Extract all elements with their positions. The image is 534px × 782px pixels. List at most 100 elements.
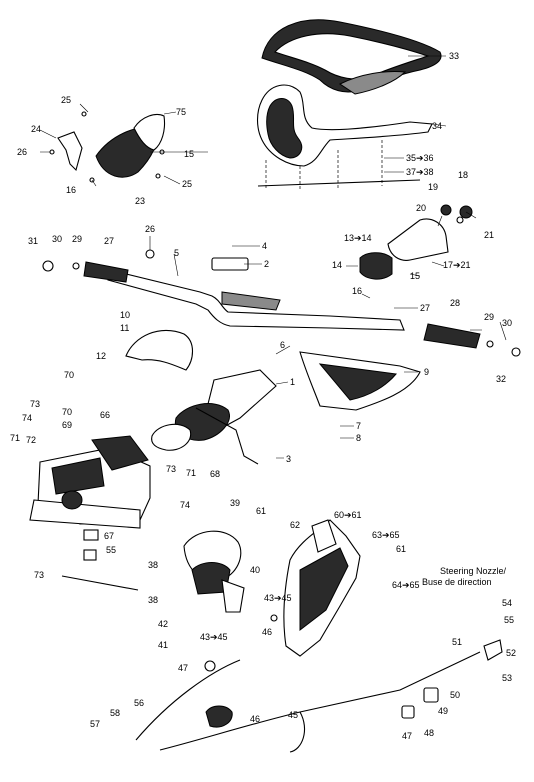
callout-63-65: 66 xyxy=(100,410,110,420)
callout-37-38: 38 xyxy=(148,560,158,570)
callout-61b: 63➔65 xyxy=(372,530,400,540)
callout-62: 64➔65 xyxy=(392,580,420,590)
callout-43-45: 45 xyxy=(288,710,298,720)
callout-55b: 55 xyxy=(504,615,514,625)
callout-24: 25 xyxy=(182,179,192,189)
callout-27b: 28 xyxy=(450,298,460,308)
callout-4: 4 xyxy=(262,241,267,251)
callout-26b: 27 xyxy=(420,303,430,313)
callout-67: 69 xyxy=(62,420,72,430)
callout-31: 33 xyxy=(449,51,459,61)
callout-17-21: 17➔21 xyxy=(443,260,471,270)
callout-53: 53 xyxy=(502,673,512,683)
callout-3: 3 xyxy=(286,454,291,464)
callout-46: 47 xyxy=(178,663,188,673)
steering-cable-43-45 xyxy=(135,614,503,753)
callout-71a: 72 xyxy=(26,435,36,445)
callout-38a: 39 xyxy=(230,498,240,508)
callout-40: 42 xyxy=(158,619,168,629)
callout-18: 18 xyxy=(458,170,468,180)
callout-66: 68 xyxy=(210,469,220,479)
callout-47: 47 xyxy=(402,731,412,741)
callout-71b: 73 xyxy=(166,464,176,474)
callout-12: 12 xyxy=(96,351,106,361)
callout-70b: 71 xyxy=(186,468,196,478)
callout-57: 57 xyxy=(90,719,100,729)
callout-64-65: 67 xyxy=(104,531,114,541)
steering-nozzle-note-line2: Buse de direction xyxy=(422,577,492,587)
callout-2: 2 xyxy=(264,259,269,269)
callout-34: 37➔38 xyxy=(406,167,434,177)
callout-70a: 71 xyxy=(10,433,20,443)
callout-61a: 62 xyxy=(290,520,300,530)
callout-56: 56 xyxy=(134,698,144,708)
callout-10: 10 xyxy=(120,310,130,320)
callout-44: 46 xyxy=(250,714,260,724)
callout-19: 19 xyxy=(428,182,438,192)
handlebar-part-5 xyxy=(42,249,521,357)
callout-68: 70 xyxy=(62,407,72,417)
frame-part-32 xyxy=(256,84,433,190)
callout-23: 24 xyxy=(31,124,41,134)
callout-42: 43➔45 xyxy=(264,593,292,603)
callout-8: 8 xyxy=(356,433,361,443)
callout-30b: 32 xyxy=(496,374,506,384)
callout-25b: 26 xyxy=(17,147,27,157)
callout-20: 20 xyxy=(416,203,426,213)
pivot-support-59-62 xyxy=(283,519,361,657)
callout-14: 14 xyxy=(332,260,342,270)
callout-25a: 25 xyxy=(61,95,71,105)
callout-58: 58 xyxy=(110,708,120,718)
callout-9: 9 xyxy=(424,367,429,377)
callout-15a: 15 xyxy=(184,149,194,159)
callout-50: 50 xyxy=(450,690,460,700)
steering-cover-part-9 xyxy=(299,351,421,411)
callout-45: 46 xyxy=(262,627,272,637)
callout-labels: 33 34 35➔36 37➔38 25 75 24 26 15 16 25 2… xyxy=(10,51,516,741)
callout-52: 52 xyxy=(506,648,516,658)
callout-75: 75 xyxy=(176,107,186,117)
console-63-65 xyxy=(29,435,151,591)
callout-11: 11 xyxy=(120,323,129,333)
callout-28b: 29 xyxy=(484,312,494,322)
callout-27a: 27 xyxy=(104,236,114,246)
callout-7: 7 xyxy=(356,421,361,431)
callout-29a: 30 xyxy=(52,234,62,244)
callout-55a: 55 xyxy=(106,545,116,555)
callout-73a: 73 xyxy=(30,399,40,409)
callout-54: 54 xyxy=(502,598,512,608)
callout-1: 1 xyxy=(290,377,295,387)
cover-part-31 xyxy=(261,19,442,95)
cover-assembly-22-25 xyxy=(49,111,166,183)
callout-21: 21 xyxy=(484,230,494,240)
callout-38b: 40 xyxy=(250,565,260,575)
callout-26a: 26 xyxy=(145,224,155,234)
steering-arm-35-38 xyxy=(183,530,245,613)
callout-33: 35➔36 xyxy=(406,153,434,163)
callout-51: 51 xyxy=(452,637,462,647)
callout-32: 34 xyxy=(432,121,442,131)
callout-72: 73 xyxy=(34,570,44,580)
leader-lines xyxy=(39,55,507,459)
callout-16a: 16 xyxy=(66,185,76,195)
callout-15b: 15 xyxy=(410,271,420,281)
callout-41: 43➔45 xyxy=(200,632,228,642)
column-parts xyxy=(125,329,277,465)
callout-35-36: 38 xyxy=(148,595,158,605)
callout-28a: 29 xyxy=(72,234,82,244)
callout-5: 5 xyxy=(174,248,179,258)
callout-60-61b: 61 xyxy=(396,544,406,554)
callout-13-14: 13➔14 xyxy=(344,233,372,243)
callout-16b: 16 xyxy=(352,286,362,296)
callout-73b: 74 xyxy=(180,500,190,510)
callout-60-61a: 61 xyxy=(256,506,266,516)
steering-nozzle-note-line1: Steering Nozzle/ xyxy=(440,566,507,576)
callout-30a: 31 xyxy=(28,236,38,246)
callout-59-62: 60➔61 xyxy=(334,510,362,520)
callout-69: 70 xyxy=(64,370,74,380)
callout-39: 41 xyxy=(158,640,168,650)
callout-29b: 30 xyxy=(502,318,512,328)
callout-22-25: 23 xyxy=(135,196,145,206)
